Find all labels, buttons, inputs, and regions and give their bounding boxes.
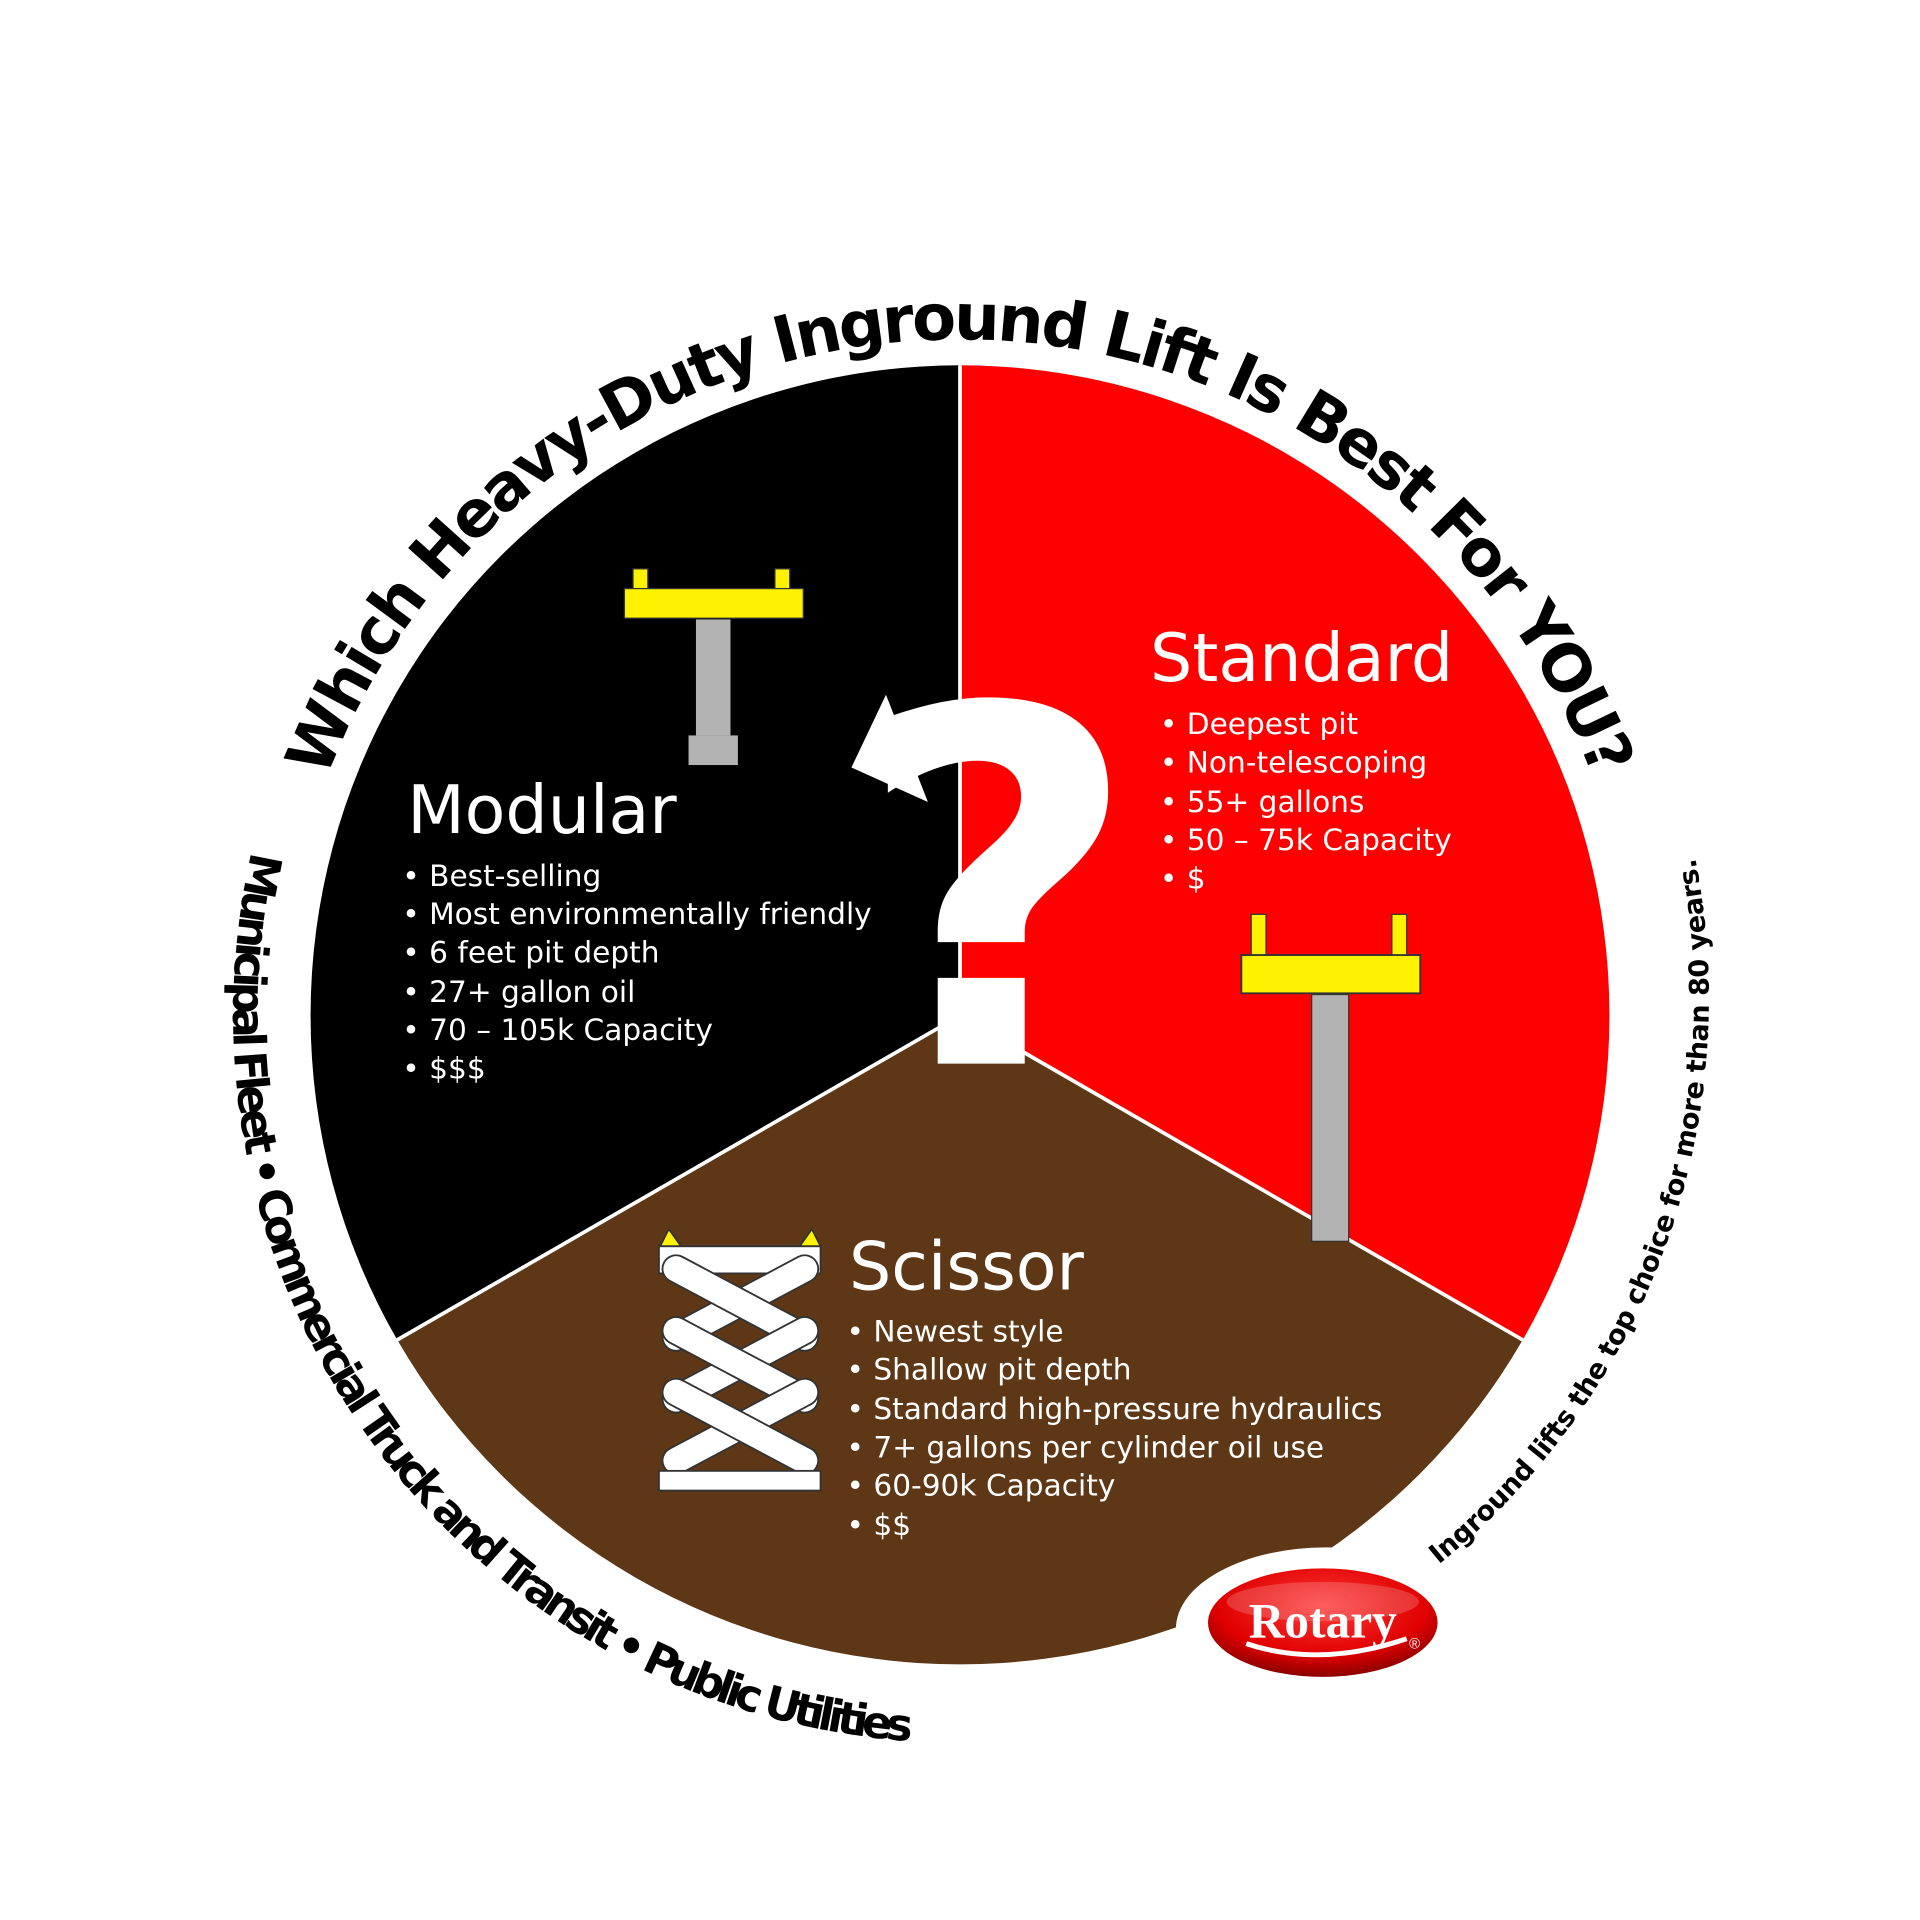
svg-text:Rotary: Rotary: [1249, 1593, 1397, 1648]
list-item: • 6 feet pit depth: [402, 935, 659, 969]
list-item: • 7+ gallons per cylinder oil use: [846, 1430, 1324, 1464]
list-item: • Best-selling: [402, 859, 601, 893]
scissor-segment: [397, 1015, 1523, 1665]
scissor-lift-icon: [657, 1227, 823, 1492]
standard-title: Standard: [1150, 619, 1453, 697]
list-item: • Most environmentally friendly: [402, 897, 871, 931]
scissor-bullets: • Newest style • Shallow pit depth • Sta…: [846, 1314, 1382, 1542]
list-item: • Newest style: [846, 1314, 1063, 1348]
standard-lift-icon: [1240, 913, 1422, 1242]
modular-lift-icon: [623, 568, 804, 766]
list-item: • 55+ gallons: [1160, 785, 1365, 819]
list-item: • 70 – 105k Capacity: [402, 1013, 713, 1047]
question-mark-icon: ?: [851, 607, 1140, 1181]
list-item: • $: [1160, 861, 1206, 895]
list-item: • 60-90k Capacity: [846, 1469, 1115, 1503]
svg-text:?: ?: [854, 607, 1140, 1181]
list-item: • $$$: [402, 1051, 485, 1085]
rotary-logo: Rotary ®: [1208, 1568, 1438, 1677]
svg-text:®: ®: [1409, 1637, 1420, 1653]
list-item: • $$: [846, 1508, 911, 1542]
modular-bullets: • Best-selling • Most environmentally fr…: [402, 859, 871, 1085]
list-item: • Non-telescoping: [1160, 745, 1427, 779]
modular-title: Modular: [407, 771, 677, 849]
scissor-title: Scissor: [849, 1227, 1085, 1305]
list-item: • Standard high-pressure hydraulics: [846, 1392, 1382, 1426]
arrow-icon: [851, 694, 928, 803]
segment-dividers: [393, 365, 1527, 1343]
standard-segment: [960, 365, 1610, 1341]
standard-bullets: • Deepest pit • Non-telescoping • 55+ ga…: [1160, 707, 1452, 895]
list-item: • 50 – 75k Capacity: [1160, 823, 1452, 857]
list-item: • Shallow pit depth: [846, 1353, 1131, 1387]
list-item: • Deepest pit: [1160, 707, 1358, 741]
list-item: • 27+ gallon oil: [402, 975, 635, 1009]
